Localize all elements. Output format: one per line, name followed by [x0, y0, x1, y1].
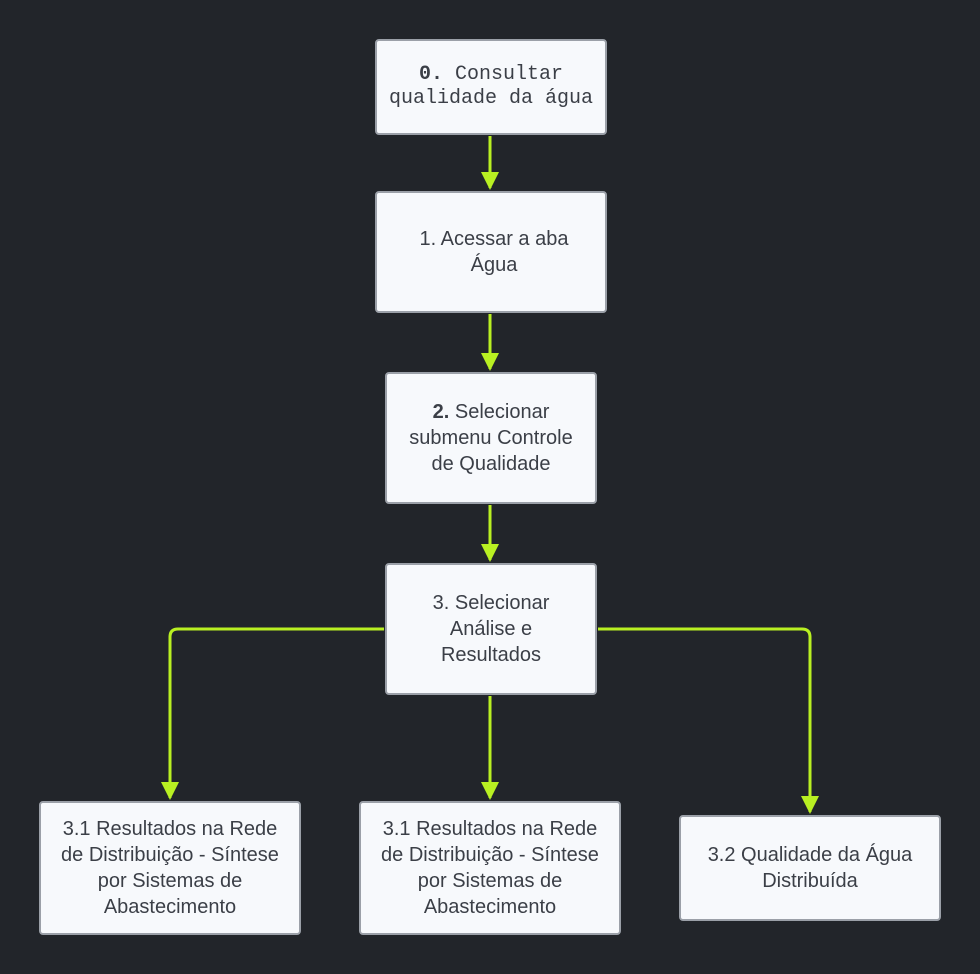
step-0-consult-water-quality[interactable]: 0. Consultar qualidade da água: [375, 39, 607, 135]
step-3-2-distributed-water-quality[interactable]: 3.2 Qualidade da Água Distribuída: [679, 815, 941, 921]
edge-n3-n6-head: [801, 796, 819, 814]
step-3-1-center-text: 3.1 Resultados na Rede de Distribuição -…: [381, 818, 599, 918]
step-1-access-water-tab[interactable]: 1. Acessar a aba Água: [375, 191, 607, 313]
step-2-select-quality-control[interactable]: 2. Selecionar submenu Controle de Qualid…: [385, 372, 597, 504]
step-3-text: 3. Selecionar Análise e Resultados: [432, 592, 550, 666]
step-0-number: 0.: [418, 63, 443, 86]
edge-n0-n1-head: [481, 172, 499, 190]
step-3-2-text: 3.2 Qualidade da Água Distribuída: [707, 844, 913, 892]
step-3-1-distribution-results-center[interactable]: 3.1 Resultados na Rede de Distribuição -…: [359, 801, 621, 935]
step-2-label: 2. Selecionar submenu Controle de Qualid…: [396, 399, 586, 477]
step-1-text: 1. Acessar a aba Água: [419, 228, 569, 276]
edge-n1-n2-head: [481, 353, 499, 371]
edge-n3-n6: [598, 627, 812, 812]
step-3-select-analysis-results[interactable]: 3. Selecionar Análise e Resultados: [385, 563, 597, 695]
step-3-1-left-text: 3.1 Resultados na Rede de Distribuição -…: [61, 818, 279, 918]
edge-n3-n4-head: [161, 782, 179, 800]
step-2-text: Selecionar submenu Controle de Qualidade: [409, 401, 573, 475]
step-3-1-distribution-results-left[interactable]: 3.1 Resultados na Rede de Distribuição -…: [39, 801, 301, 935]
edge-n3-n4: [168, 627, 384, 798]
step-2-number: 2.: [432, 401, 450, 423]
edge-n2-n3-head: [481, 544, 499, 562]
edge-n3-n5-head: [481, 782, 499, 800]
step-0-label: 0. Consultar qualidade da água: [385, 63, 597, 111]
step-0-text: Consultar qualidade da água: [388, 63, 594, 110]
